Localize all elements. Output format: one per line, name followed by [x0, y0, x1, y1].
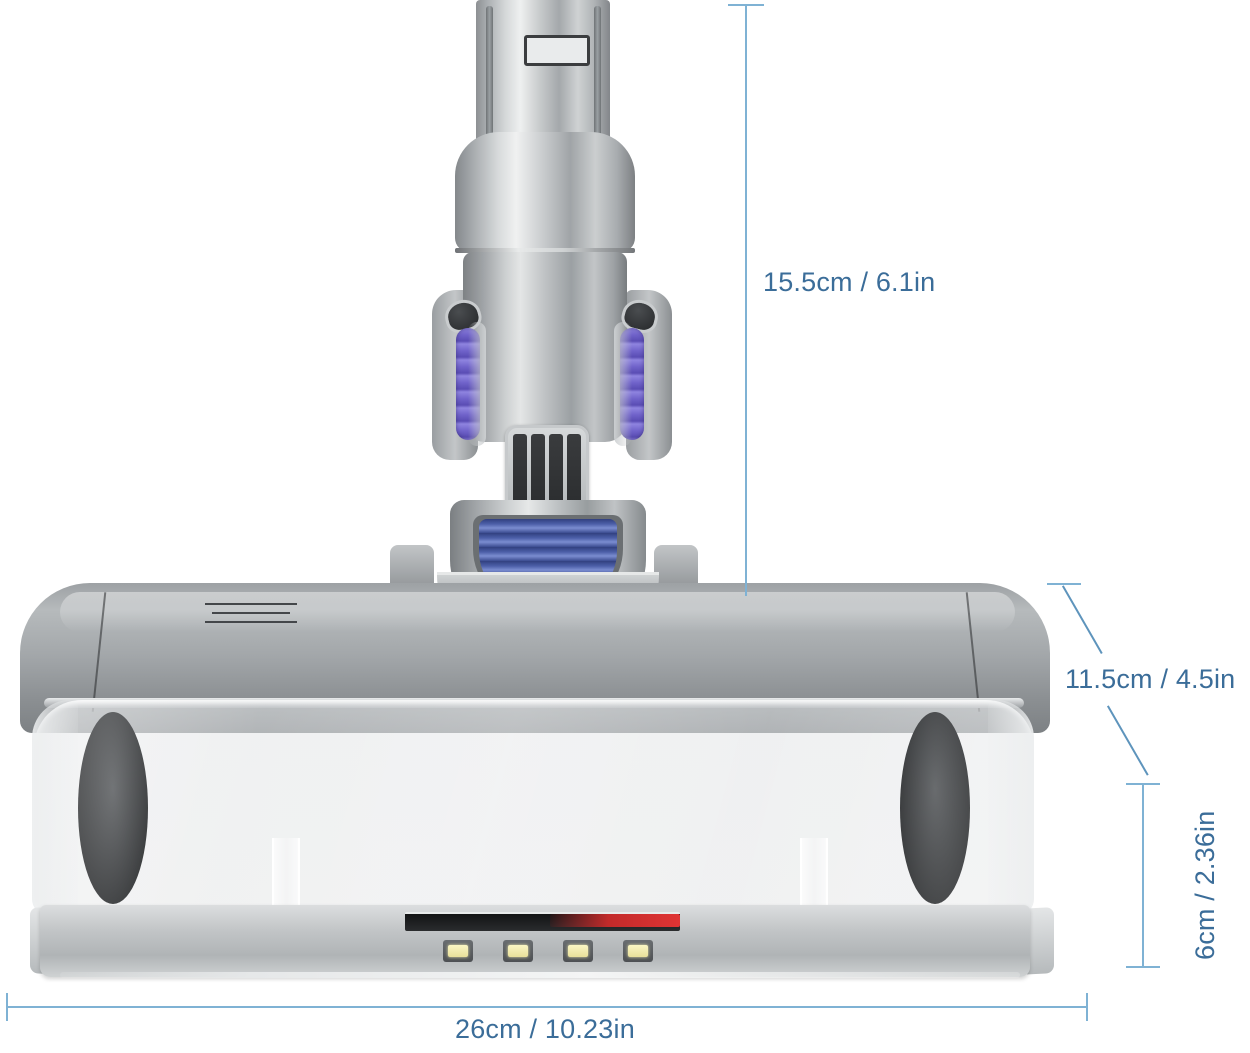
shoulder-taper [455, 132, 635, 252]
coil-cover-right [614, 322, 632, 446]
body-height-dimension-label: 6cm / 2.36in [1190, 810, 1220, 960]
depth-dimension-label: 11.5cm / 4.5in [1065, 664, 1236, 694]
led-bulb [568, 945, 588, 957]
coil-cover-left [468, 322, 486, 446]
body-height-dimension-line [1142, 784, 1144, 968]
tube-ridge-left [486, 6, 493, 138]
led-bulb [628, 945, 648, 957]
led-bulb [508, 945, 528, 957]
width-dimension-line [6, 1006, 1088, 1008]
clear-brush-window [34, 700, 1034, 915]
body-highlight [60, 592, 1015, 632]
grille-slat [549, 434, 563, 508]
depth-dimension-leader-lower [1107, 705, 1149, 776]
led-light [563, 940, 593, 962]
led-bulb [448, 945, 468, 957]
window-edge-left [32, 700, 78, 915]
release-slot [524, 35, 590, 66]
width-dimension-label: 26cm / 10.23in [455, 1014, 635, 1044]
roller-end-cap-right [900, 712, 970, 904]
width-dimension-right-tick [1086, 993, 1088, 1021]
roller-end-cap-left [78, 712, 148, 904]
connector-tube [476, 0, 610, 150]
shoulder-band [455, 248, 635, 253]
grille-slat [531, 434, 545, 508]
body-vent-lines [205, 603, 297, 625]
depth-dimension-top-tick [1047, 583, 1081, 585]
vent-line [205, 621, 297, 623]
vent-line [212, 612, 290, 614]
suction-slot-red-accent [550, 914, 680, 927]
sole-underline [60, 972, 1020, 978]
led-light [503, 940, 533, 962]
led-light [443, 940, 473, 962]
height-dimension-line [745, 4, 747, 596]
neck-housing [463, 252, 627, 442]
led-light [623, 940, 653, 962]
window-edge-right [988, 700, 1034, 915]
body-height-bottom-tick [1126, 966, 1160, 968]
height-dimension-label: 15.5cm / 6.1in [763, 267, 936, 297]
tube-ridge-right [594, 6, 601, 138]
grille-slat [567, 434, 581, 508]
vent-line [205, 603, 297, 605]
depth-dimension-leader-upper [1062, 585, 1103, 654]
grille-slat [513, 434, 527, 508]
